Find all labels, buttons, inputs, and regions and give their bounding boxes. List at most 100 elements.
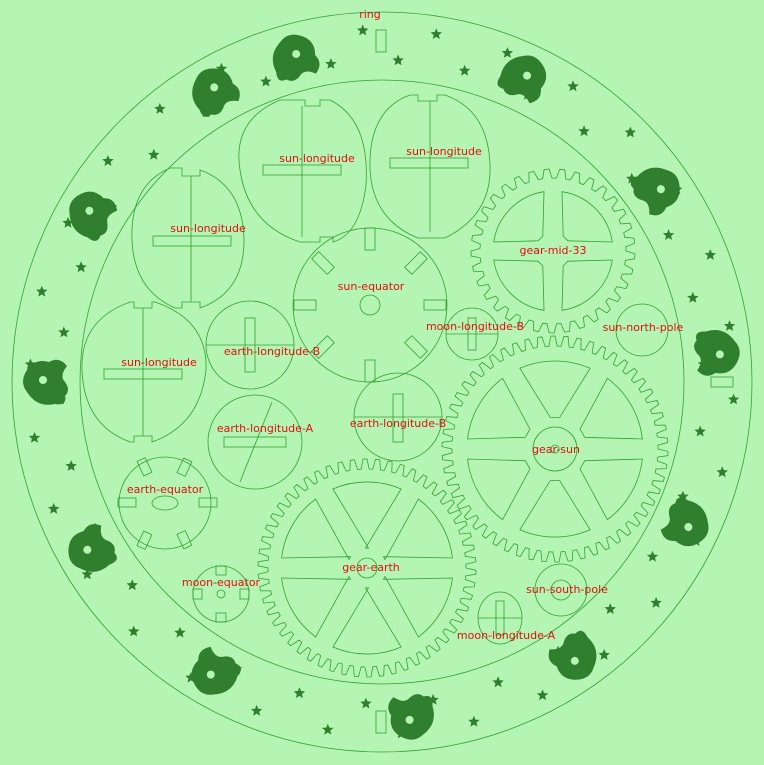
label-earth-equator: earth-equator bbox=[127, 483, 204, 496]
star-icon bbox=[148, 148, 160, 160]
star-icon bbox=[646, 550, 659, 562]
gear-earth-piece bbox=[257, 458, 477, 678]
star-icon bbox=[468, 715, 480, 727]
star-icon bbox=[687, 291, 699, 303]
pisces-icon bbox=[272, 34, 320, 81]
sun-equator-piece bbox=[292, 227, 448, 383]
gear-sun-window bbox=[579, 377, 643, 440]
gear-earth-window bbox=[281, 498, 352, 561]
label-gear-earth: gear-earth bbox=[342, 561, 400, 574]
star-icon bbox=[325, 58, 337, 69]
label-sun-north-pole: sun-north-pole bbox=[603, 321, 684, 334]
star-icon bbox=[58, 326, 70, 338]
star-icon bbox=[322, 723, 334, 735]
star-icon bbox=[357, 24, 369, 36]
label-sun-longitude-3: sun-longitude bbox=[170, 222, 246, 235]
star-icon bbox=[154, 103, 166, 114]
star-icon bbox=[260, 75, 272, 87]
libra-icon bbox=[548, 630, 597, 680]
star-icon bbox=[536, 689, 549, 701]
star-icon bbox=[626, 172, 638, 184]
leo-icon bbox=[191, 646, 241, 695]
label-earth-longitude-a: earth-longitude-A bbox=[217, 422, 314, 435]
sun-longitude-piece-left-upper bbox=[131, 167, 245, 309]
star-icon bbox=[567, 80, 579, 92]
star-icon bbox=[62, 216, 74, 228]
earth-longitude-a-piece bbox=[207, 394, 303, 490]
label-gear-mid-33: gear-mid-33 bbox=[520, 244, 587, 257]
label-moon-equator: moon-equator bbox=[182, 576, 261, 589]
label-earth-longitude-b-1: earth-longitude-B bbox=[224, 345, 320, 358]
star-icon bbox=[128, 625, 140, 637]
sagittarius-icon bbox=[694, 330, 740, 376]
earth-longitude-b-piece-left bbox=[205, 300, 295, 390]
star-icon bbox=[81, 568, 93, 580]
gear-mid-33-window bbox=[493, 191, 545, 243]
label-ring: ring bbox=[359, 8, 381, 21]
gear-mid-33-window bbox=[493, 259, 545, 311]
star-icon bbox=[126, 579, 138, 591]
aries-icon bbox=[192, 68, 240, 117]
star-icon bbox=[694, 425, 706, 437]
gear-earth-window bbox=[382, 498, 453, 561]
gear-sun-window bbox=[519, 480, 591, 538]
gear-sun-window bbox=[519, 360, 591, 418]
virgo-icon bbox=[388, 694, 434, 740]
star-icon bbox=[28, 431, 41, 443]
gear-earth-window bbox=[281, 575, 352, 638]
sun-north-pole-piece bbox=[615, 303, 669, 357]
star-icon bbox=[662, 229, 675, 240]
star-icon bbox=[293, 687, 306, 699]
star-icon bbox=[36, 285, 48, 297]
moon-longitude-b-piece bbox=[445, 307, 499, 361]
star-icon bbox=[578, 125, 590, 137]
star-icon bbox=[458, 64, 471, 76]
taurus-icon bbox=[69, 191, 118, 241]
star-icon bbox=[360, 697, 372, 709]
sun-longitude-piece-left-lower bbox=[81, 301, 207, 443]
star-icon bbox=[102, 155, 114, 166]
aquarius-icon bbox=[497, 55, 547, 104]
label-moon-longitude-a: moon-longitude-A bbox=[457, 629, 556, 642]
star-icon bbox=[501, 47, 514, 58]
ring-part bbox=[11, 11, 753, 753]
capricorn-icon bbox=[630, 167, 680, 216]
star-icon bbox=[598, 649, 610, 660]
star-icon bbox=[174, 626, 186, 638]
label-sun-equator: sun-equator bbox=[338, 280, 405, 293]
gear-mid-33-window bbox=[561, 259, 613, 311]
star-icon bbox=[650, 596, 662, 608]
gear-mid-33-window bbox=[561, 191, 613, 243]
star-icon bbox=[624, 126, 636, 138]
star-icon bbox=[727, 393, 740, 405]
zodiac-icons bbox=[23, 34, 740, 740]
sun-longitude-piece-top-left bbox=[238, 99, 367, 243]
gear-earth-window bbox=[332, 481, 402, 549]
star-icon bbox=[723, 320, 736, 331]
label-gear-sun: gear-sun bbox=[532, 443, 580, 456]
label-sun-longitude-1: sun-longitude bbox=[279, 152, 355, 165]
star-icon bbox=[492, 676, 504, 688]
star-icon bbox=[215, 62, 228, 74]
gear-sun-window bbox=[467, 377, 531, 440]
star-icon bbox=[704, 249, 716, 260]
moon-longitude-a-piece bbox=[477, 591, 523, 645]
star-icon bbox=[716, 466, 728, 478]
cancer-icon bbox=[68, 524, 117, 572]
sun-south-pole-piece bbox=[534, 563, 588, 617]
star-icon bbox=[427, 693, 439, 705]
moon-equator-piece bbox=[192, 565, 250, 623]
label-earth-longitude-b-2: earth-longitude-B bbox=[350, 417, 446, 430]
earth-longitude-b-piece-right bbox=[353, 372, 443, 462]
star-icon bbox=[250, 704, 263, 716]
gear-mid-33-piece bbox=[470, 168, 636, 334]
gear-sun-window bbox=[579, 458, 643, 521]
sun-longitude-piece-top-right bbox=[369, 94, 491, 239]
star-icon bbox=[604, 603, 616, 614]
label-sun-longitude-2: sun-longitude bbox=[406, 145, 482, 158]
gear-sun-piece bbox=[441, 335, 669, 563]
earth-equator-piece bbox=[117, 456, 218, 550]
gear-earth-window bbox=[332, 587, 402, 655]
gear-sun-window bbox=[467, 458, 531, 521]
